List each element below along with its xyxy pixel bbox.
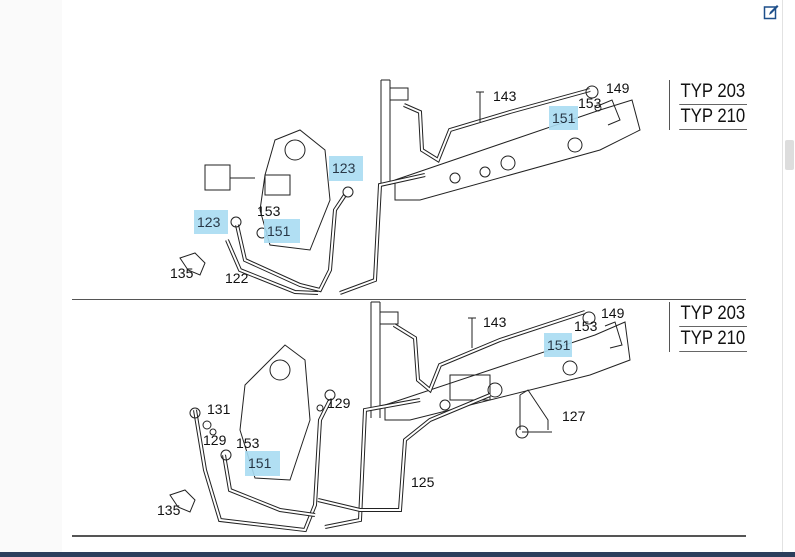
scrollbar-thumb[interactable] xyxy=(785,140,794,170)
part-label-143[interactable]: 143 xyxy=(483,314,507,330)
highlight-151[interactable]: 151 xyxy=(549,106,578,130)
part-label-122[interactable]: 122 xyxy=(225,270,249,286)
part-label-135[interactable]: 135 xyxy=(157,502,181,518)
part-label-123: 123 xyxy=(332,160,356,176)
part-label-143[interactable]: 143 xyxy=(493,88,517,104)
type-label: TYP 203 xyxy=(679,80,747,105)
panel-bottom-line xyxy=(72,535,746,537)
part-label-153[interactable]: 153 xyxy=(257,203,281,219)
highlight-151[interactable]: 151 xyxy=(245,451,280,476)
highlight-151[interactable]: 151 xyxy=(264,219,300,243)
part-label-151: 151 xyxy=(552,110,576,126)
type-label: TYP 210 xyxy=(679,105,747,130)
part-label-127[interactable]: 127 xyxy=(562,408,586,424)
part-label-151: 151 xyxy=(248,455,272,471)
part-label-123: 123 xyxy=(197,214,221,230)
edit-icon[interactable] xyxy=(763,4,779,20)
bottom-bar xyxy=(0,552,795,557)
part-label-131[interactable]: 131 xyxy=(207,401,231,417)
part-label-135[interactable]: 135 xyxy=(170,265,194,281)
page-margin xyxy=(0,0,62,553)
type-label: TYP 210 xyxy=(679,327,747,352)
highlight-123[interactable]: 123 xyxy=(194,210,228,234)
top-panel-art xyxy=(179,79,641,295)
part-label-129[interactable]: 129 xyxy=(203,432,227,448)
part-label-149[interactable]: 149 xyxy=(606,80,630,96)
type-box-bottom: TYP 203 TYP 210 xyxy=(669,302,747,352)
part-label-153[interactable]: 153 xyxy=(236,435,260,451)
part-label-153[interactable]: 153 xyxy=(574,318,598,334)
part-label-129[interactable]: 129 xyxy=(327,395,351,411)
highlight-151[interactable]: 151 xyxy=(544,333,572,357)
panel-divider xyxy=(72,299,746,300)
scrollbar[interactable] xyxy=(782,0,795,552)
part-label-151: 151 xyxy=(547,337,571,353)
part-label-149[interactable]: 149 xyxy=(601,305,625,321)
highlight-123[interactable]: 123 xyxy=(329,156,363,181)
bottom-panel-art xyxy=(169,301,631,533)
type-box-top: TYP 203 TYP 210 xyxy=(669,80,747,130)
type-label: TYP 203 xyxy=(679,302,747,327)
part-label-151: 151 xyxy=(267,223,291,239)
part-label-153[interactable]: 153 xyxy=(578,95,602,111)
part-label-125[interactable]: 125 xyxy=(411,474,435,490)
